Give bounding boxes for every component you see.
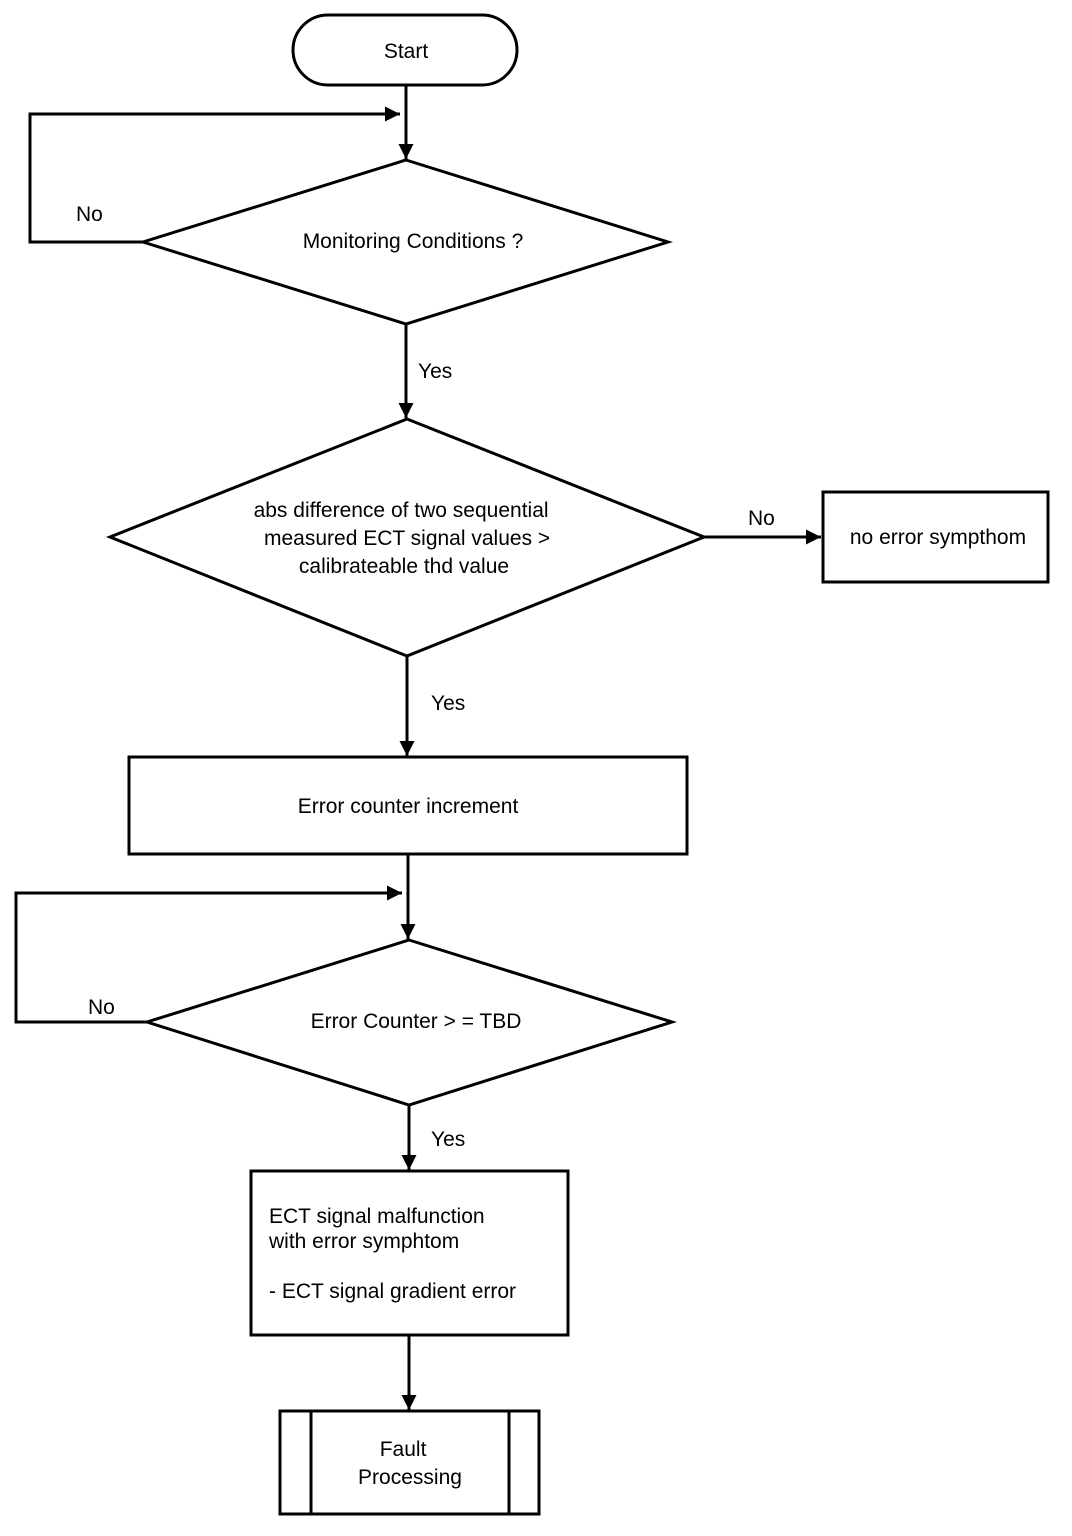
counter-check-no-label: No [88,996,115,1019]
monitoring-conditions-decision: Monitoring Conditions ? [137,158,674,326]
fault-processing-line-2: Processing [358,1466,462,1489]
abs-difference-line-3: calibrateable thd value [299,555,509,578]
malfunction-line-2: with error symphtom [268,1230,459,1253]
error-counter-check-decision: Error Counter > = TBD [142,938,678,1107]
counter-check-yes-label: Yes [431,1128,465,1151]
abs-difference-line-2: measured ECT signal values > [264,527,550,550]
no-error-symptom-box: no error sympthom [821,490,1050,584]
error-counter-check-label: Error Counter > = TBD [311,1010,522,1033]
ect-signal-malfunction-box: ECT signal malfunction with error sympht… [249,1169,570,1337]
ect-signal-malfunction-label: ECT signal malfunction with error sympht… [268,1205,516,1303]
abs-difference-no-label: No [748,507,775,530]
monitoring-conditions-label: Monitoring Conditions ? [303,230,524,253]
abs-difference-decision: abs difference of two sequential measure… [105,417,709,658]
malfunction-line-1: ECT signal malfunction [269,1205,485,1228]
fault-processing-line-1: Fault [380,1438,427,1461]
fault-processing-box: Fault Processing [278,1409,541,1516]
error-counter-increment-label: Error counter increment [298,795,519,818]
error-counter-increment-box: Error counter increment [127,755,689,856]
abs-difference-line-1: abs difference of two sequential [254,499,549,522]
start-node: Start [291,13,519,87]
abs-difference-label: abs difference of two sequential measure… [254,499,556,578]
abs-difference-yes-label: Yes [431,692,465,715]
malfunction-line-3: - ECT signal gradient error [269,1280,516,1303]
arrow-monitoring-no-loop [28,106,400,244]
monitoring-no-label: No [76,203,103,226]
monitoring-yes-label: Yes [418,360,452,383]
no-error-symptom-label: no error sympthom [850,526,1026,549]
arrow-counter-check-no-loop [14,885,402,1024]
start-label: Start [384,40,429,63]
fault-processing-label: Fault Processing [358,1438,462,1489]
